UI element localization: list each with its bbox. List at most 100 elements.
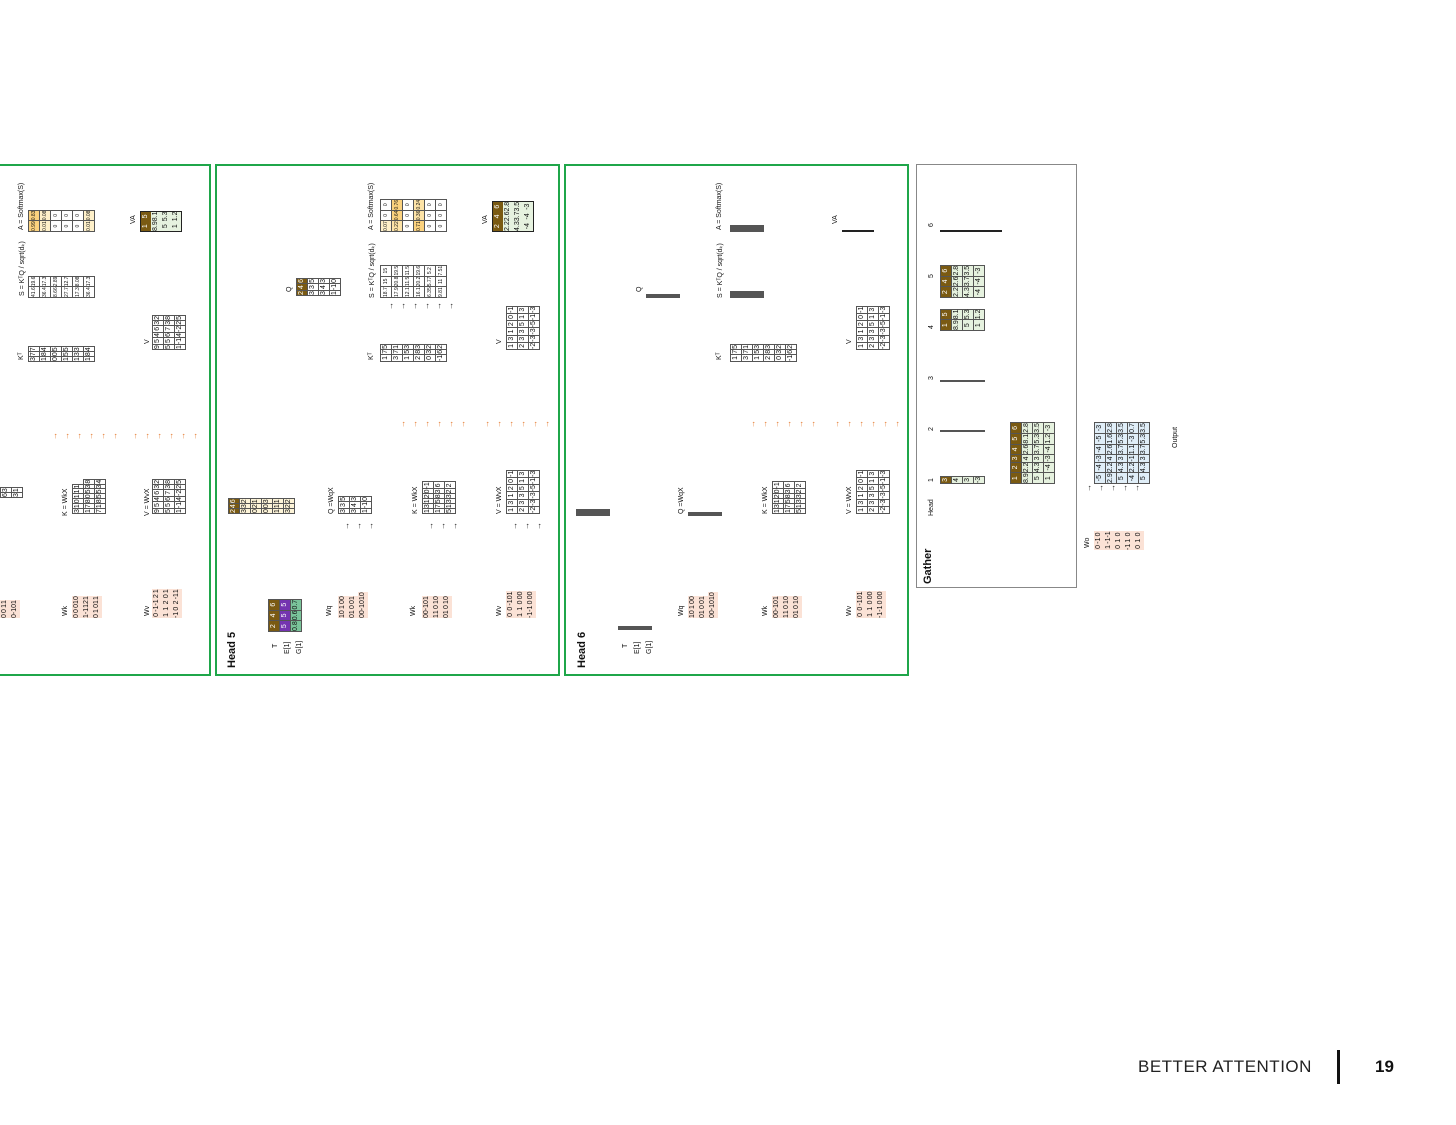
head5-wq-cell: 0 (338, 596, 348, 601)
head6-teg-cell (640, 626, 652, 628)
head4-kt-cell: 5 (61, 351, 73, 357)
head6-v2-cell: 1 (856, 327, 868, 336)
head5-scores-cell: 7.51 (435, 265, 447, 277)
head4-vx-cell: 5 (163, 508, 175, 514)
head5-kt-cell: 2 (413, 354, 425, 362)
head5-teg-cell: 0.6 (290, 610, 302, 621)
head6-kt-cell: -1 (785, 354, 797, 362)
head5-v-cell: -5 (528, 484, 540, 492)
head5-v-cell: -2 (528, 506, 540, 514)
head6-wv-cell: 0 (856, 605, 866, 612)
head5-v-cell: -3 (528, 470, 540, 478)
head6-wk-cell: 1 (772, 596, 782, 601)
head5-v2-cell: 1 (517, 313, 529, 321)
head4-kt-cell: 5 (50, 346, 62, 352)
head6-wv-cell: 0 (866, 595, 876, 600)
head6-wv-cell: 0 (856, 611, 866, 618)
head6-scores-cell (741, 295, 753, 297)
head4-vx-cell: 9 (152, 508, 164, 514)
head4-softmax-label: A = Softmax(S) (18, 182, 25, 230)
head4-kt-cell: 1 (61, 356, 73, 362)
gather-head4-cell: 8.1 (951, 309, 963, 320)
head5-qtop-cell: 6 (296, 278, 308, 284)
head6-k-cell: -1 (772, 481, 784, 489)
head6-x-cell (587, 514, 599, 516)
head6-k-cell: 5 (794, 508, 806, 514)
gather-output-cell: 2.2 (1127, 462, 1139, 473)
head5-wk-cell: 1 (442, 600, 452, 604)
gather-head-number: 4 (928, 325, 935, 329)
head6-attn-cell (730, 227, 742, 229)
head4-v-arrow: → (142, 432, 151, 440)
gather-head4-cell: 8.9 (951, 319, 963, 331)
head5-scores-cell: 11.5 (402, 276, 414, 287)
head5-wv-label: Wv (496, 605, 503, 616)
head4-k-cell: 5 (83, 488, 95, 494)
head4-va-cell: 1 (171, 221, 182, 232)
head6-wv-cell: -1 (876, 605, 886, 612)
head5-q-cell: 3 (349, 496, 361, 502)
head4-kt-cell: 4 (39, 346, 51, 352)
gather-wo-cell: 1 (1134, 537, 1144, 544)
head5-v2-cell: 0 (506, 313, 518, 321)
head6-k-cell: 3 (783, 488, 795, 494)
head6-x-cell (576, 511, 588, 513)
head5-v-arrow: → (494, 420, 503, 428)
head4-scores-cell: 36.4 (39, 286, 51, 298)
head6-wq-cell: 0 (698, 600, 708, 604)
head6-kt-cell: 5 (752, 349, 764, 355)
gather-concat-cell: 4.3 (1032, 462, 1044, 473)
head5-wv-cell: -1 (506, 599, 516, 606)
head6-wk-cell: 1 (792, 600, 802, 604)
head5-v-cell: -3 (528, 499, 540, 507)
head5-v-arrow: → (518, 420, 527, 428)
head6-wk-cell: 0 (772, 600, 782, 604)
head5-v2-cell: -1 (506, 306, 518, 314)
head4-vx-cell: -2 (174, 489, 186, 497)
gather-blank6 (940, 230, 1002, 232)
head6-wq-cell: 1 (688, 614, 698, 618)
gather-concat-cell: 1 (1010, 472, 1022, 484)
head6-wv-cell: 1 (856, 591, 866, 596)
head5-k-cell: -1 (422, 481, 434, 489)
head5-wq-cell: 1 (338, 614, 348, 618)
head6-e-label: E[1] (634, 641, 641, 654)
head6-v2-cell: -2 (878, 342, 890, 350)
head6-q-cell (710, 512, 722, 514)
head5-wq-cell: 0 (348, 600, 358, 604)
gather-out-arrow: → (1096, 484, 1105, 492)
head4-scores-cell: 2.89 (50, 276, 62, 287)
head6-attn-cell (741, 226, 753, 228)
head5-kt-cell: 3 (402, 344, 414, 350)
head6-x-cell (587, 513, 599, 515)
head6-kt-label: Kᵀ (716, 352, 723, 360)
head4-attn-cell: 0 (72, 220, 84, 232)
head5-va-cell: 4 (492, 211, 503, 222)
head5-wv-cell: 0 (526, 599, 536, 606)
head5-kt-cell: 2 (424, 344, 436, 350)
gather-wo-cell: 0 (1094, 543, 1104, 550)
head6-kt-cell: 3 (741, 354, 753, 362)
head5-v2-cell: 3 (517, 327, 529, 336)
head4-k-cell: 8 (83, 498, 95, 504)
head6-wk-cell: 0 (792, 596, 802, 601)
head6-teg-cell (629, 627, 641, 629)
head5-wk-cell: 0 (432, 596, 442, 601)
head5-wv-cell: 1 (506, 591, 516, 596)
head6-v-arrow: → (856, 420, 865, 428)
head6-scores-cell (752, 296, 764, 298)
head4-attn-cell: 0 (50, 210, 62, 221)
head6-attn-cell (730, 228, 742, 230)
head5-scores-cell: 15 (380, 265, 392, 277)
head4-content (0, 166, 213, 626)
head6-v-cell: -1 (856, 470, 868, 478)
head6-scores-cell (741, 296, 753, 298)
gather-concat-cell: 2.2 (1021, 462, 1033, 473)
head4-va-label: VA (130, 215, 137, 224)
head4-wv-cell: 0 (152, 611, 162, 618)
head5-x-cell: 3 (283, 508, 295, 514)
head6-wq-cell: -1 (708, 603, 718, 611)
head6-attn (730, 225, 764, 232)
